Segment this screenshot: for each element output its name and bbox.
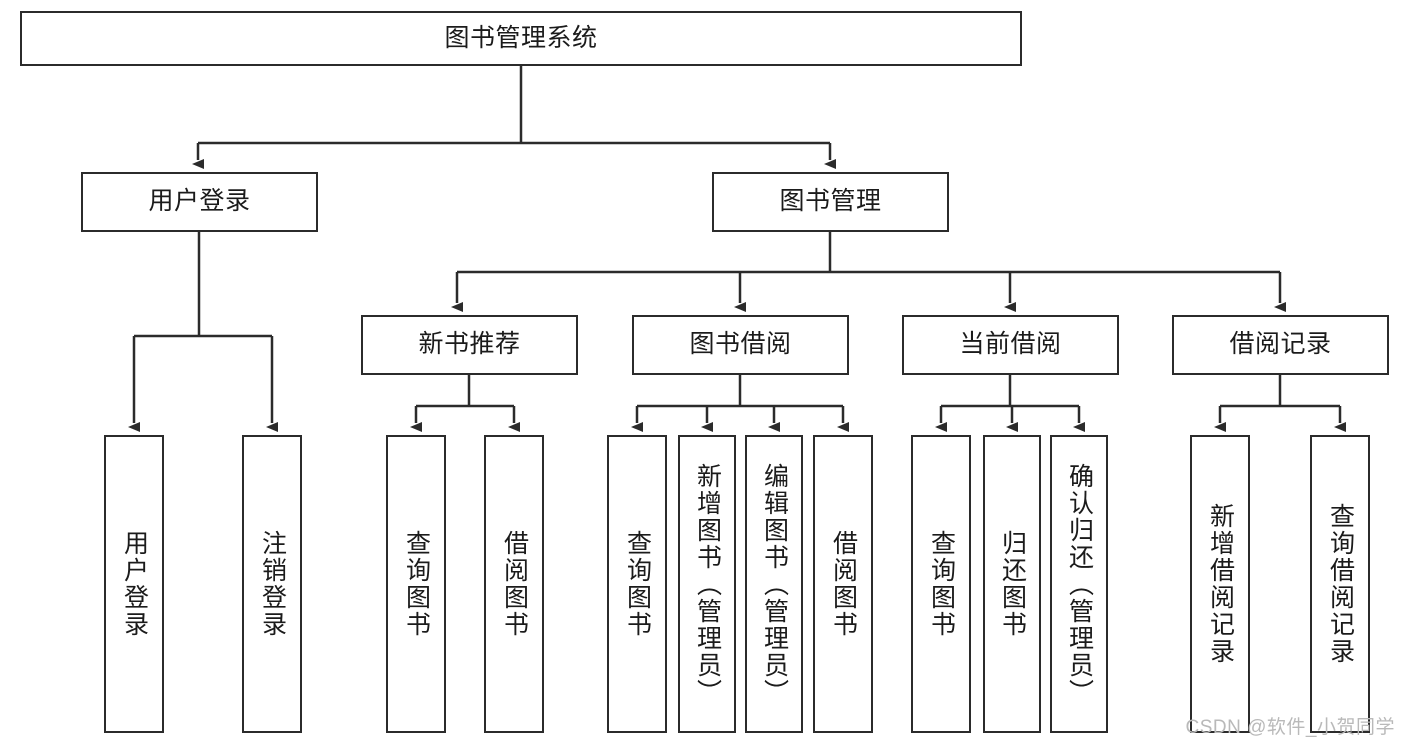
node-current-borrow-label: 当前借阅	[959, 330, 1062, 359]
node-leaf-confirm-return-admin[interactable]: 确认归还（管理员）	[1050, 435, 1108, 733]
node-user-login[interactable]: 用户登录	[81, 172, 318, 232]
node-root[interactable]: 图书管理系统	[20, 11, 1022, 66]
node-book-manage[interactable]: 图书管理	[712, 172, 949, 232]
node-leaf-query-book-2-label: 查询图书	[623, 530, 652, 638]
node-leaf-query-book-3[interactable]: 查询图书	[911, 435, 971, 733]
node-leaf-add-borrow-record-label: 新增借阅记录	[1206, 503, 1235, 665]
node-leaf-borrow-book-2-label: 借阅图书	[829, 530, 858, 638]
node-leaf-add-book-admin[interactable]: 新增图书（管理员）	[678, 435, 736, 733]
node-book-borrow[interactable]: 图书借阅	[632, 315, 849, 375]
node-leaf-edit-book-admin-label: 编辑图书（管理员）	[760, 462, 789, 706]
node-leaf-query-borrow-record-label: 查询借阅记录	[1326, 503, 1355, 665]
node-root-label: 图书管理系统	[444, 23, 598, 52]
node-leaf-borrow-book-2[interactable]: 借阅图书	[813, 435, 873, 733]
node-leaf-query-book-2[interactable]: 查询图书	[607, 435, 667, 733]
node-current-borrow[interactable]: 当前借阅	[902, 315, 1119, 375]
node-leaf-borrow-book-1[interactable]: 借阅图书	[484, 435, 544, 733]
node-leaf-borrow-book-1-label: 借阅图书	[500, 530, 529, 638]
node-leaf-user-login-label: 用户登录	[120, 530, 149, 638]
node-leaf-query-book-1-label: 查询图书	[402, 530, 431, 638]
node-leaf-user-logout-label: 注销登录	[258, 530, 287, 638]
node-leaf-add-book-admin-label: 新增图书（管理员）	[693, 462, 722, 706]
node-leaf-return-book[interactable]: 归还图书	[983, 435, 1041, 733]
node-leaf-user-logout[interactable]: 注销登录	[242, 435, 302, 733]
csdn-watermark: CSDN @软件_小贺同学	[1185, 717, 1395, 738]
node-leaf-query-book-1[interactable]: 查询图书	[386, 435, 446, 733]
node-leaf-confirm-return-admin-label: 确认归还（管理员）	[1065, 462, 1094, 706]
node-leaf-add-borrow-record[interactable]: 新增借阅记录	[1190, 435, 1250, 733]
node-new-book-recommend-label: 新书推荐	[418, 330, 521, 359]
node-borrow-record-label: 借阅记录	[1229, 330, 1332, 359]
node-new-book-recommend[interactable]: 新书推荐	[361, 315, 578, 375]
node-leaf-query-book-3-label: 查询图书	[927, 530, 956, 638]
node-book-manage-label: 图书管理	[779, 187, 882, 216]
node-borrow-record[interactable]: 借阅记录	[1172, 315, 1389, 375]
node-user-login-label: 用户登录	[148, 187, 251, 216]
node-leaf-return-book-label: 归还图书	[998, 530, 1027, 638]
node-leaf-query-borrow-record[interactable]: 查询借阅记录	[1310, 435, 1370, 733]
node-book-borrow-label: 图书借阅	[689, 330, 792, 359]
node-leaf-edit-book-admin[interactable]: 编辑图书（管理员）	[745, 435, 803, 733]
node-leaf-user-login[interactable]: 用户登录	[104, 435, 164, 733]
